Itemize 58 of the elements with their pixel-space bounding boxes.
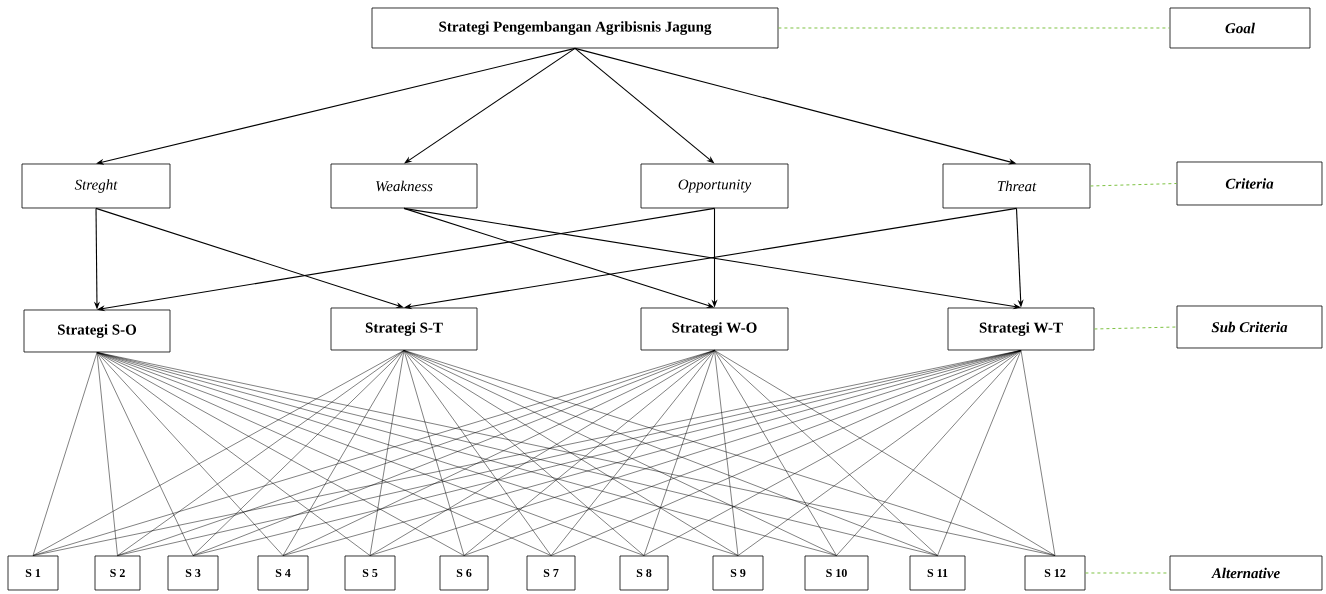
connector-line [403,350,465,556]
connector-line [643,350,715,556]
connector-line [96,352,118,556]
connector-line [96,352,371,556]
level-label-box: Criteria [1176,161,1323,206]
connector-line [282,350,405,556]
alternative-box: S 2 [94,555,141,591]
alternative-box: S 5 [344,555,396,591]
alternative-box: S 3 [167,555,219,591]
level-label-box: Goal [1169,7,1311,49]
alternative-box: S 1 [7,555,59,591]
level-label-box: Sub Criteria [1176,305,1323,349]
alternative-box: S 4 [257,555,309,591]
level-label-box: Alternative [1169,555,1323,591]
connector-line [32,352,98,556]
connector-line [643,350,1022,556]
connector-line [550,350,715,556]
alternative-box: S 9 [712,555,764,591]
alternative-box: S 10 [804,555,869,591]
strategy-box: Strategi S-O [23,309,171,353]
connector-line [96,352,194,556]
connector-line [96,352,284,556]
criteria-box: Weakness [330,163,478,209]
connector-line [32,350,405,556]
alternative-box: S 11 [909,555,966,591]
connector-line [1020,350,1056,556]
connector-line [403,350,552,556]
connector-line [714,350,938,556]
connector-line [714,350,1056,556]
strategy-box: Strategi W-T [947,307,1095,351]
criteria-box: Streght [21,163,171,209]
connector-line [192,350,405,556]
connector-line [403,350,645,556]
connector-line [369,350,715,556]
arrow [404,47,576,164]
connector-line [937,350,1022,556]
dashed-connector [1084,572,1171,574]
connector-line [403,350,739,556]
goal-box: Strategi Pengembangan Agribisnis Jagung [371,7,779,49]
alternative-box: S 6 [439,555,489,591]
alternative-box: S 7 [526,555,576,591]
connector-line [714,350,837,556]
connector-line [369,350,405,556]
connector-line [96,352,465,556]
connector-line [463,350,715,556]
dashed-connector [1089,183,1178,187]
alternative-box: S 8 [619,555,669,591]
dashed-connector [777,27,1171,29]
strategy-box: Strategi S-T [330,307,478,351]
connector-line [836,350,1022,556]
strategy-box: Strategi W-O [640,307,789,351]
connector-line [117,350,405,556]
alternative-box: S 12 [1024,555,1086,591]
connector-line [737,350,1022,556]
criteria-box: Opportunity [640,163,789,209]
criteria-box: Threat [942,163,1091,209]
dashed-connector [1093,326,1178,330]
connector-line [714,350,739,556]
